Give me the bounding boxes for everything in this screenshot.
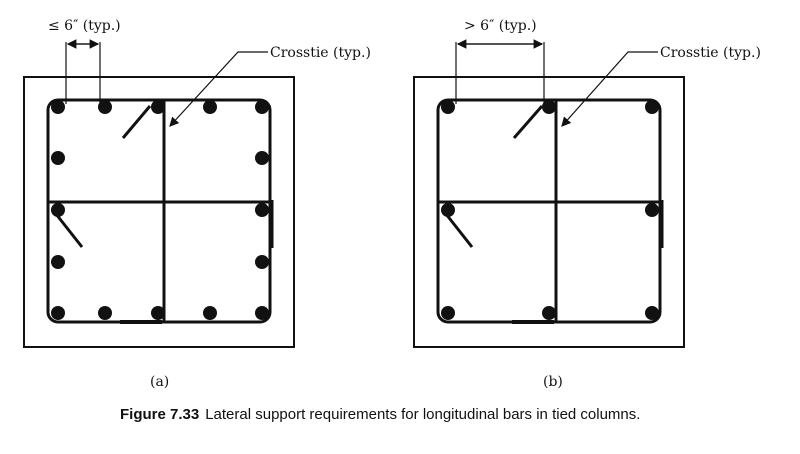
bar [151,100,165,114]
bar [645,306,659,320]
column-outline-b [413,76,685,348]
bar [645,203,659,217]
bar [51,306,65,320]
bar [98,100,112,114]
tie-hook-b1 [512,105,544,139]
crosstie-leader-b [561,51,658,127]
tie-hook-a1 [121,105,152,139]
bar [542,306,556,320]
bar [441,306,455,320]
bar [255,100,269,114]
bar [151,306,165,320]
spacing-dimension-b [455,39,545,104]
bar [645,100,659,114]
figure-number: Figure 7.33 [120,406,200,423]
column-outline-a [23,76,295,348]
bar [51,100,65,114]
bar [255,151,269,165]
perimeter-tie-a [46,98,272,324]
panel-label-a: (a) [150,374,169,390]
figure-caption-text: Lateral support requirements for longitu… [205,406,641,423]
tie-hook-a2 [54,213,84,248]
crosstie-label-b: Crosstie (typ.) [660,45,761,61]
column-section-b: > 6″ (typ.) Crosstie (typ.) (b) [413,18,761,390]
bar [203,306,217,320]
longitudinal-bars-a [51,100,269,320]
bar [51,203,65,217]
longitudinal-bars-b [441,100,659,320]
tie-hook-b2 [444,213,474,248]
bar [441,203,455,217]
spacing-label-a: ≤ 6″ (typ.) [48,18,121,34]
bar [542,100,556,114]
figure-caption: Figure 7.33 Lateral support requirements … [120,406,720,423]
perimeter-tie-b [436,98,662,324]
spacing-label-b: > 6″ (typ.) [464,18,537,34]
spacing-dimension-a [65,39,101,104]
bar [255,255,269,269]
bar [51,151,65,165]
bar [255,203,269,217]
bar [98,306,112,320]
column-section-a: ≤ 6″ (typ.) Crosstie (typ.) (a) [23,18,371,390]
bar [441,100,455,114]
crosstie-label-a: Crosstie (typ.) [270,45,371,61]
panel-label-b: (b) [543,374,563,390]
bar [255,306,269,320]
bar [51,255,65,269]
bar [203,100,217,114]
crosstie-leader-a [169,51,268,127]
